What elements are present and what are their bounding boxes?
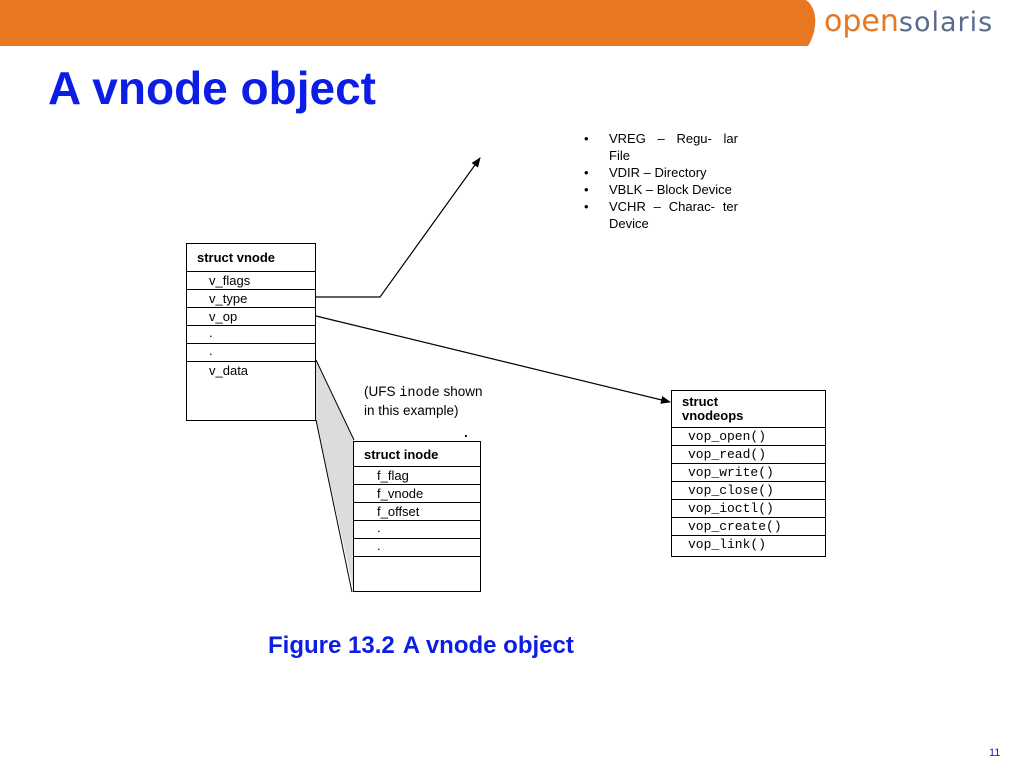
vnode-field: v_op — [187, 308, 315, 326]
logo-open-text: open — [824, 4, 899, 39]
figure-caption: Figure 13.2 A vnode object — [268, 630, 574, 662]
vnode-type-item: •VDIR – Directory — [584, 165, 707, 180]
vnodeops-field: vop_ioctl() — [672, 500, 825, 518]
vnodeops-title-line2: vnodeops — [682, 408, 744, 423]
vnode-field: v_type — [187, 290, 315, 308]
vnodeops-field: vop_link() — [688, 537, 767, 552]
inode-note-mono: inode — [399, 386, 440, 401]
vnode-type-item: •VCHR – Charac- ter Device — [584, 199, 738, 231]
inode-note-line2: in this example) — [364, 403, 459, 418]
bullet-icon: • — [584, 199, 589, 214]
v-type-arrow — [316, 157, 481, 298]
vnode-type-item: •VBLK – Block Device — [584, 182, 732, 197]
struct-vnode-box: struct vnode v_flags v_type v_op . . v_d… — [186, 243, 316, 421]
caption-text: A vnode object — [402, 632, 574, 659]
header-bar — [0, 0, 1023, 46]
v-data-expansion — [316, 360, 354, 592]
v-op-arrow — [315, 315, 671, 404]
vnode-type-list: •VREG – Regu- lar File •VDIR – Directory… — [584, 130, 738, 232]
bullet-icon: • — [584, 182, 589, 197]
inode-field: . — [354, 539, 480, 557]
opensolaris-logo: opensolaris — [824, 2, 993, 42]
vnode-field: v_data — [209, 363, 249, 378]
vnode-field: . — [187, 326, 315, 344]
slide-title: A vnode object — [48, 62, 376, 114]
struct-inode-title: struct inode — [354, 442, 480, 467]
bullet-icon: • — [584, 165, 589, 180]
inode-note: (UFS inode shown in this example) — [364, 383, 483, 419]
vnode-type-item: •VREG – Regu- lar File — [584, 131, 738, 163]
vnodeops-title-line1: struct — [682, 394, 719, 409]
inode-field: f_offset — [354, 503, 480, 521]
inode-note-suffix: shown — [439, 384, 483, 399]
inode-field: f_flag — [354, 467, 480, 485]
inode-field: f_vnode — [354, 485, 480, 503]
logo-solaris-text: solaris — [898, 7, 994, 38]
vnode-field: v_flags — [187, 272, 315, 290]
vnodeops-field: vop_open() — [672, 428, 825, 446]
vnodeops-field: vop_create() — [672, 518, 825, 536]
vnodeops-field: vop_write() — [672, 464, 825, 482]
struct-inode-box: struct inode f_flag f_vnode f_offset . . — [353, 441, 481, 592]
page-number: 11 — [989, 747, 1001, 759]
struct-vnodeops-box: struct vnodeops vop_open() vop_read() vo… — [671, 390, 826, 557]
bullet-icon: • — [584, 131, 589, 146]
caption-label: Figure 13.2 — [268, 632, 395, 659]
struct-vnodeops-title: struct vnodeops — [672, 391, 825, 428]
vnodeops-field: vop_close() — [672, 482, 825, 500]
vnodeops-field: vop_read() — [672, 446, 825, 464]
vnode-field: . — [187, 344, 315, 362]
inode-field: . — [354, 521, 480, 539]
stray-dot: . — [464, 425, 468, 440]
header-bar-shape — [0, 0, 816, 46]
inode-note-prefix: (UFS — [364, 384, 400, 399]
struct-vnode-title: struct vnode — [187, 244, 315, 272]
